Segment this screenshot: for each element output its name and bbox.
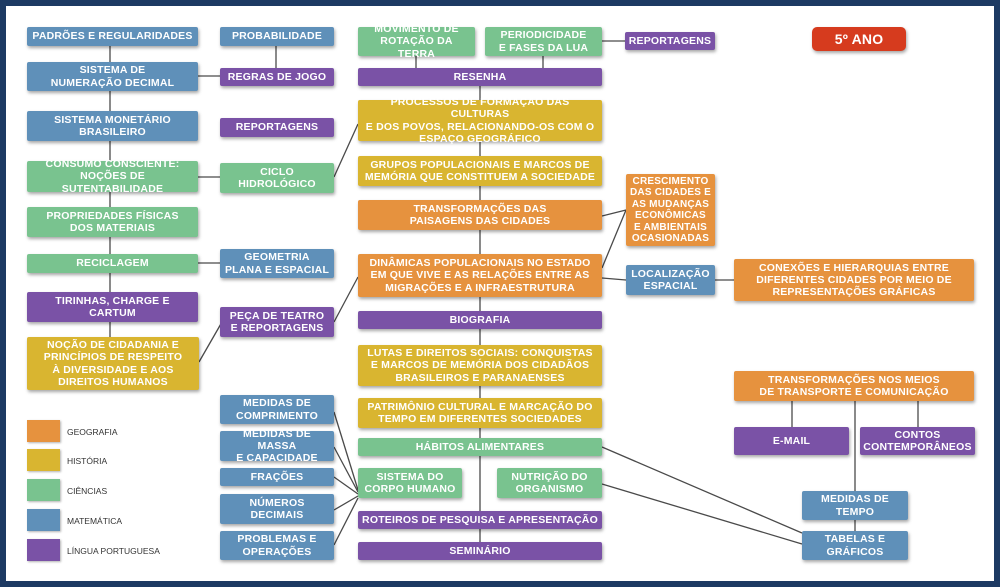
node-sistema-corpo-humano: SISTEMA DO CORPO HUMANO (358, 468, 462, 498)
node-medidas-comprimento: MEDIDAS DE COMPRIMENTO (220, 395, 334, 424)
node-sistema-monetario: SISTEMA MONETÁRIO BRASILEIRO (27, 111, 198, 141)
legend-swatch-lingua-portuguesa (27, 539, 60, 561)
node-email: E-MAIL (734, 427, 849, 455)
legend-label-ciencias: CIÊNCIAS (67, 486, 108, 496)
node-propriedades-fisicas: PROPRIEDADES FÍSICAS DOS MATERIAIS (27, 207, 198, 237)
node-padroes-regularidades: PADRÕES E REGULARIDADES (27, 27, 198, 46)
node-fracoes: FRAÇÕES (220, 468, 334, 486)
node-lutas-direitos: LUTAS E DIREITOS SOCIAIS: CONQUISTAS E M… (358, 345, 602, 386)
node-roteiros-pesquisa: ROTEIROS DE PESQUISA E APRESENTAÇÃO (358, 511, 602, 529)
node-biografia: BIOGRAFIA (358, 311, 602, 329)
node-reciclagem: RECICLAGEM (27, 254, 198, 273)
legend-label-matematica: MATEMÁTICA (67, 516, 123, 526)
node-fases-da-lua: PERIODICIDADE E FASES DA LUA (485, 27, 602, 56)
legend-label-historia: HISTÓRIA (67, 456, 108, 466)
node-numeros-decimais: NÚMEROS DECIMAIS (220, 494, 334, 524)
node-tabelas-graficos: TABELAS E GRÁFICOS (802, 531, 908, 560)
node-ciclo-hidrologico: CICLO HIDROLÓGICO (220, 163, 334, 193)
node-localizacao-espacial: LOCALIZAÇÃO ESPACIAL (626, 265, 715, 295)
node-grupos-populacionais: GRUPOS POPULACIONAIS E MARCOS DE MEMÓRIA… (358, 156, 602, 186)
node-probabilidade: PROBABILIDADE (220, 27, 334, 46)
node-sistema-numeracao-decimal: SISTEMA DE NUMERAÇÃO DECIMAL (27, 62, 198, 91)
node-geometria: GEOMETRIA PLANA E ESPACIAL (220, 249, 334, 278)
node-nutricao-organismo: NUTRIÇÃO DO ORGANISMO (497, 468, 602, 498)
legend-swatch-ciencias (27, 479, 60, 501)
legend-swatch-matematica (27, 509, 60, 531)
node-reportagens-left: REPORTAGENS (220, 118, 334, 137)
node-transformacoes-paisagens: TRANSFORMAÇÕES DAS PAISAGENS DAS CIDADES (358, 200, 602, 230)
node-seminario: SEMINÁRIO (358, 542, 602, 560)
node-patrimonio-cultural: PATRIMÔNIO CULTURAL E MARCAÇÃO DO TEMPO … (358, 398, 602, 428)
legend-swatch-geografia (27, 420, 60, 442)
node-contos-contemporaneos: CONTOS CONTEMPORÂNEOS (860, 427, 975, 455)
node-tirinhas-charge-cartum: TIRINHAS, CHARGE E CARTUM (27, 292, 198, 322)
node-dinamicas-populacionais: DINÂMICAS POPULACIONAIS NO ESTADO EM QUE… (358, 254, 602, 297)
node-nocao-cidadania: NOÇÃO DE CIDADANIA E PRINCÍPIOS DE RESPE… (27, 337, 199, 390)
node-resenha: RESENHA (358, 68, 602, 86)
node-medidas-massa: MEDIDAS DE MASSA E CAPACIDADE (220, 428, 334, 464)
node-conexoes-hierarquias: CONEXÕES E HIERARQUIAS ENTRE DIFERENTES … (734, 259, 974, 301)
node-consumo-consciente: CONSUMO CONSCIENTE: NOÇÕES DE SUTENTABIL… (27, 158, 198, 195)
node-crescimento-cidades: CRESCIMENTO DAS CIDADES E AS MUDANÇAS EC… (626, 174, 715, 246)
legend-swatch-historia (27, 449, 60, 471)
node-reportagens-right: REPORTAGENS (625, 32, 715, 50)
node-habitos-alimentares: HÁBITOS ALIMENTARES (358, 438, 602, 456)
node-problemas-operacoes: PROBLEMAS E OPERAÇÕES (220, 531, 334, 560)
legend-label-geografia: GEOGRAFIA (67, 427, 118, 437)
legend-label-lingua-portuguesa: LÍNGUA PORTUGUESA (67, 546, 160, 556)
node-transformacoes-transporte: TRANSFORMAÇÕES NOS MEIOS DE TRANSPORTE E… (734, 371, 974, 401)
node-peca-de-teatro: PEÇA DE TEATRO E REPORTAGENS (220, 307, 334, 337)
node-medidas-de-tempo: MEDIDAS DE TEMPO (802, 491, 908, 520)
grade-badge: 5º ANO (812, 27, 906, 51)
node-processos-formacao: PROCESSOS DE FORMAÇÃO DAS CULTURAS E DOS… (358, 96, 602, 145)
node-regras-de-jogo: REGRAS DE JOGO (220, 68, 334, 86)
node-rotacao-terra: MOVIMENTO DE ROTAÇÃO DA TERRA (358, 23, 475, 60)
